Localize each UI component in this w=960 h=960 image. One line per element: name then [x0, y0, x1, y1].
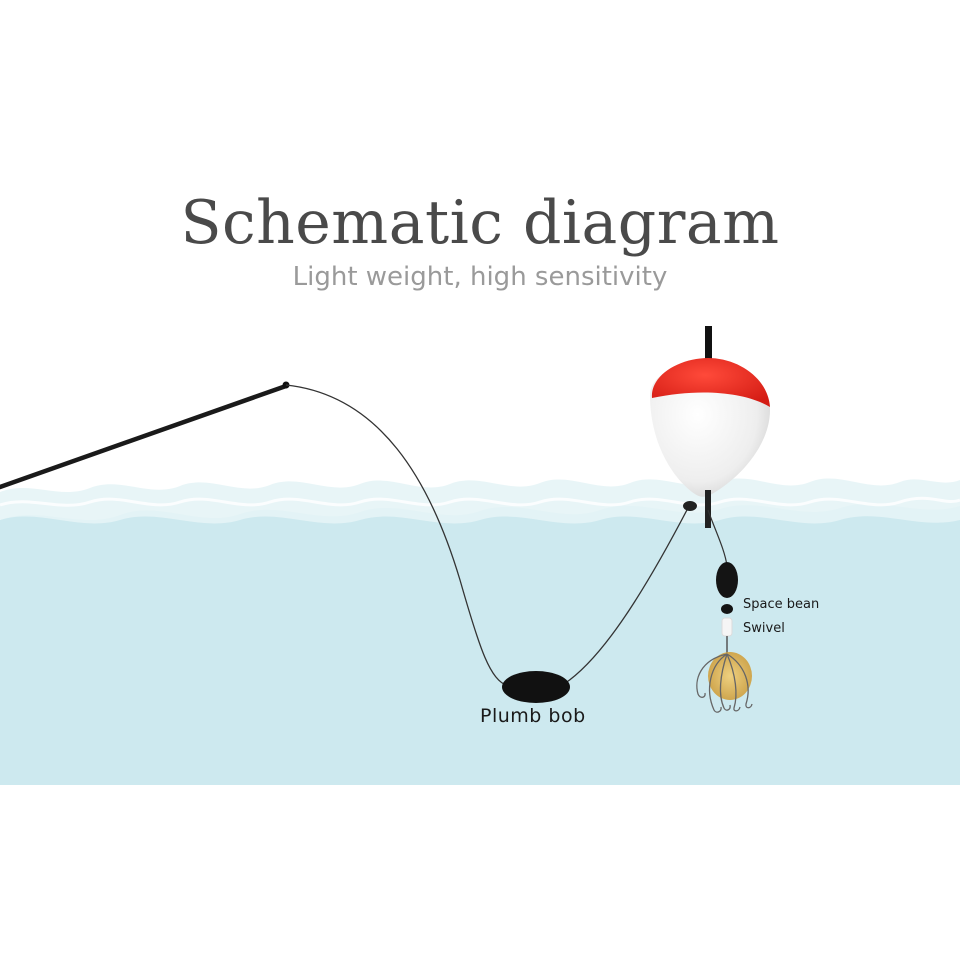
float-antenna — [705, 326, 712, 368]
water — [0, 478, 960, 785]
plumb-bob-label: Plumb bob — [480, 705, 586, 727]
line-connector — [683, 501, 697, 511]
fishing-line-to-float — [563, 507, 689, 685]
plumb-bob — [502, 671, 570, 703]
hook-2 — [719, 653, 731, 711]
bead — [721, 604, 733, 614]
swivel-label: Swivel — [743, 621, 785, 636]
hook-5 — [696, 653, 728, 698]
bait-hook-cluster — [696, 652, 753, 713]
float-stem — [705, 490, 711, 528]
float-red-cap — [651, 358, 770, 407]
leader-line — [707, 509, 728, 567]
space-bean — [716, 562, 738, 598]
swivel — [721, 617, 733, 637]
wave-line — [0, 496, 960, 507]
hook-4 — [726, 653, 753, 709]
fishing-rod — [0, 381, 290, 490]
space-bean-label: Space bean — [743, 597, 820, 612]
hook-1 — [708, 653, 728, 713]
float — [650, 326, 770, 528]
hook-3 — [726, 653, 741, 712]
page-title: Schematic diagram — [180, 188, 780, 258]
rod-shaft — [0, 383, 289, 490]
page-subtitle: Light weight, high sensitivity — [292, 262, 668, 292]
fishing-line — [285, 384, 509, 687]
bait-ball — [708, 652, 752, 700]
